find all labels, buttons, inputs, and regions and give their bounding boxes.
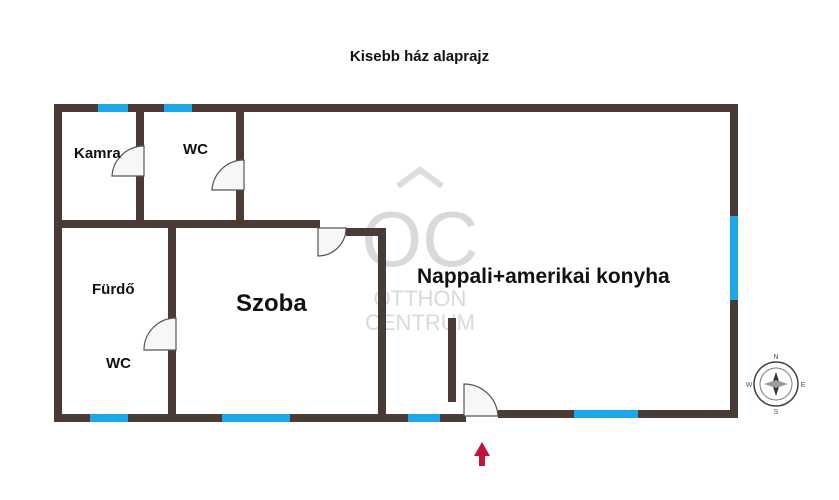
room-label-wc-top: WC [183,141,208,158]
plan-title: Kisebb ház alaprajz [349,48,490,65]
watermark-line1: OTTHON [374,286,467,311]
door-furdo [143,317,177,351]
doors [111,145,499,417]
room-label-wc-bottom: WC [106,355,131,372]
entrance-arrow-icon [474,442,490,466]
room-label-nappali: Nappali+amerikai konyha [417,265,670,288]
door-entrance [463,383,499,417]
room-label-szoba: Szoba [236,290,307,317]
windows [90,104,738,422]
room-label-furdo: Fürdő [92,281,135,298]
compass-n: N [773,354,778,361]
compass-icon: N S E W [746,354,806,416]
door-kamra [111,145,145,177]
room-label-kamra: Kamra [74,145,121,162]
compass-e: E [801,382,806,389]
compass-s: S [774,409,779,416]
door-szoba [317,227,347,257]
door-wc-top [211,159,245,191]
compass-w: W [746,382,753,389]
